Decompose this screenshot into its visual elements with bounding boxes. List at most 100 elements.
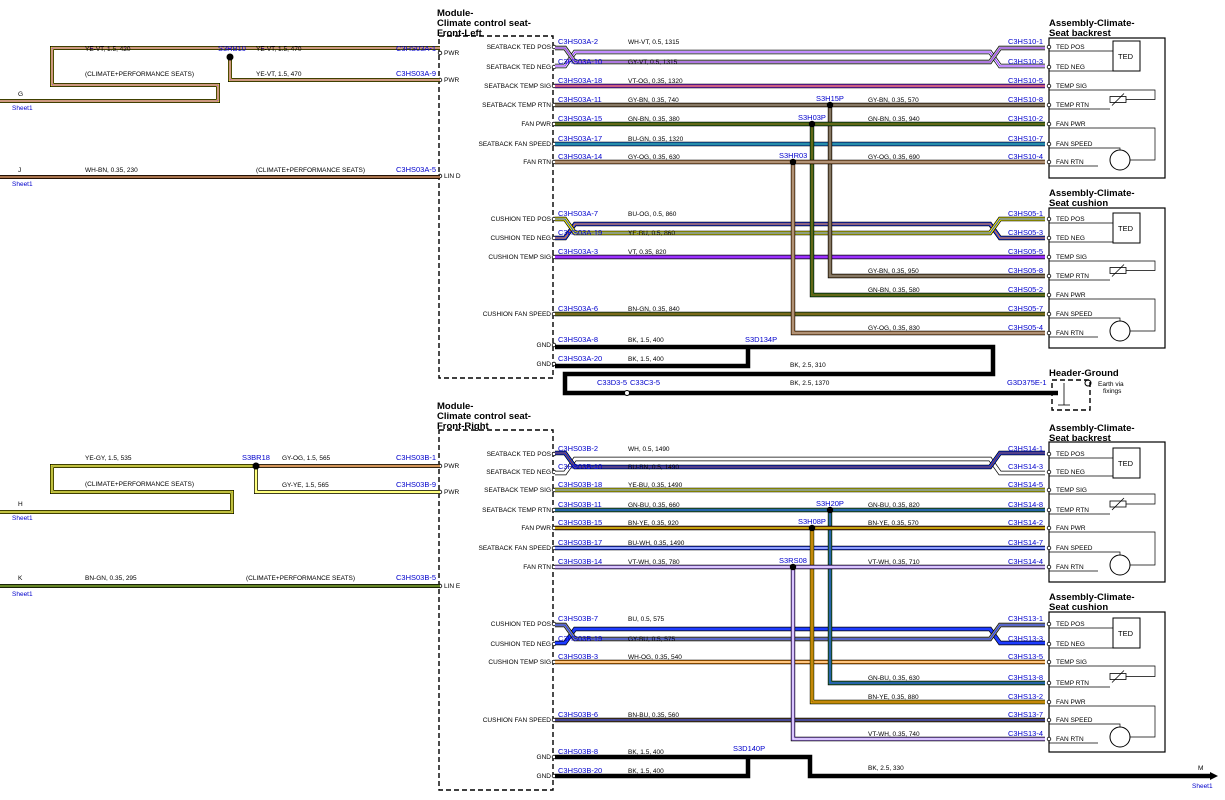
cushion-r-pin-3: TEMP RTN — [1056, 680, 1089, 687]
fr-pwr-conn-1: C3HS03B-1 — [396, 453, 436, 462]
fl-pwr-wire-1: YE-VT, 1.5, 420 — [85, 46, 131, 53]
cushion-l-ted-label: TED — [1118, 224, 1134, 233]
assembly-cushion-r-title-2: Seat cushion — [1049, 602, 1108, 613]
fr-wire-label-6: VT-WH, 0.35, 780 — [628, 559, 680, 566]
fl-module-pin-0: PWR — [444, 50, 459, 57]
fr-pwr-wire-1: YE-GY, 1.5, 535 — [85, 455, 132, 462]
fr-wire-to-13: C3HS13-4 — [1008, 729, 1043, 738]
fr-wire-0 — [555, 456, 1045, 476]
fl-wire-to-5: C3HS10-7 — [1008, 134, 1043, 143]
fl-wire-to-11: C3HS05-2 — [1008, 285, 1043, 294]
fr-pwr-wire-2: GY-OG, 1.5, 565 — [282, 455, 331, 462]
backrest-r-pin-5: FAN SPEED — [1056, 545, 1093, 552]
fr-wire-to-10: C3HS13-8 — [1008, 673, 1043, 682]
fl-wire-label-6: GY-OG, 0.35, 630 — [628, 154, 680, 161]
cushion-l-pin-1: TED NEG — [1056, 235, 1085, 242]
fl-wire-label-1: GY-VT, 0.5, 1315 — [628, 59, 678, 66]
fr-lin-note: (CLIMATE+PERFORMANCE SEATS) — [246, 575, 355, 582]
fr-wire-from-8: C3HS03B-19 — [558, 634, 602, 643]
fl-wire-to-1: C3HS10-3 — [1008, 57, 1043, 66]
earth-label-2: fixings — [1103, 388, 1122, 395]
fr-module-pin-15: GND — [537, 773, 552, 780]
module-fl-title-1: Module- — [437, 8, 473, 19]
fr-splice-dot-0 — [826, 506, 834, 514]
fr-splice-dot-2 — [789, 563, 797, 571]
fl-lin-note: (CLIMATE+PERFORMANCE SEATS) — [256, 167, 365, 174]
fr-module-pin-5: SEATBACK TEMP SIG — [484, 487, 551, 494]
fl-gnd-from-14: C3HS03A-8 — [558, 335, 598, 344]
fr-module-pin-4: SEATBACK TED NEG — [486, 469, 551, 476]
fr-wire-from-5: C3HS03B-17 — [558, 538, 602, 547]
fl-pwr-conn-2: C3HS03A-9 — [396, 69, 436, 78]
fl-module-pin-5: SEATBACK TEMP SIG — [484, 83, 551, 90]
fr-gnd-splice: S3D140P — [733, 744, 765, 753]
backrest-r-pin-6: FAN RTN — [1056, 564, 1084, 571]
fr-offpage-k-sheet: Sheet1 — [12, 591, 33, 598]
fl-wire-from-8: C3HS03A-19 — [558, 228, 602, 237]
fr-wire-label-12: BN-BU, 0.35, 560 — [628, 712, 679, 719]
fl-ground-wires — [555, 344, 1058, 396]
fr-lin-wire-label: BN-GN, 0.35, 295 — [85, 575, 137, 582]
fl-pwr-conn-1: C3HS03A-1 — [396, 44, 436, 53]
backrest-l-pin-1: TED NEG — [1056, 64, 1085, 71]
fl-wire-label-8: YE-BU, 0.5, 860 — [628, 230, 675, 237]
fr-pwr-wire-3: GY-YE, 1.5, 565 — [282, 482, 329, 489]
fl-wire-to-2: C3HS10-5 — [1008, 76, 1043, 85]
fl-wire-label-5: BU-GN, 0.35, 1320 — [628, 136, 684, 143]
backrest-r-pin-2: TEMP SIG — [1056, 487, 1087, 494]
module-fl-title-2: Climate control seat- — [437, 18, 531, 29]
fl-wire-to-6: C3HS10-4 — [1008, 152, 1043, 161]
fr-wire-label2-6: VT-WH, 0.35, 710 — [868, 559, 920, 566]
fl-module-pin-1: PWR — [444, 77, 459, 84]
fl-module-pin-15: GND — [537, 361, 552, 368]
fl-wire-label-7: BU-OG, 0.5, 860 — [628, 211, 677, 218]
fr-wire-from-12: C3HS03B-6 — [558, 710, 598, 719]
fr-wire-to-11: C3HS13-2 — [1008, 692, 1043, 701]
fl-wire-to-7: C3HS05-1 — [1008, 209, 1043, 218]
fr-splice-dot-1 — [808, 524, 816, 532]
fr-module-pin-13: CUSHION FAN SPEED — [483, 717, 552, 724]
fr-wire-label-8: GY-BU, 0.5, 575 — [628, 636, 675, 643]
assembly-backrest-r-title-1: Assembly-Climate- — [1049, 423, 1135, 434]
assembly-cushion-l-title-1: Assembly-Climate- — [1049, 188, 1135, 199]
fr-wire-from-0: C3HS03B-2 — [558, 444, 598, 453]
gnd-conn-1: C33D3-5 — [597, 378, 627, 387]
backrest-r-pin-1: TED NEG — [1056, 469, 1085, 476]
fl-pwr-note: (CLIMATE+PERFORMANCE SEATS) — [85, 71, 194, 78]
fr-wire-to-1: C3HS14-3 — [1008, 462, 1043, 471]
fr-lin-conn: C3HS03B-5 — [396, 573, 436, 582]
fr-splice-2: S3RS08 — [779, 556, 807, 565]
fr-wire-label-11: BN-YE, 0.35, 880 — [868, 694, 919, 701]
cushion-l-pin-6: FAN RTN — [1056, 330, 1084, 337]
fr-wire-11 — [809, 528, 1045, 705]
fr-wire-to-4: C3HS14-2 — [1008, 518, 1043, 527]
gnd-wire-header: BK, 2.5, 1370 — [790, 380, 830, 387]
fl-wire-label-2: VT-OG, 0.35, 1320 — [628, 78, 683, 85]
fl-wire-to-13: C3HS05-4 — [1008, 323, 1043, 332]
fr-module-pin-8: SEATBACK FAN SPEED — [479, 545, 552, 552]
cushion-r-pin-1: TED NEG — [1056, 641, 1085, 648]
fl-module-pin-12: CUSHION TEMP SIG — [488, 254, 551, 261]
fr-offpage-m-sheet: Sheet1 — [1192, 783, 1213, 790]
fl-splice-dot-1 — [808, 120, 816, 128]
assembly-cushion-l-title-2: Seat cushion — [1049, 198, 1108, 209]
cushion-l-pin-5: FAN SPEED — [1056, 311, 1093, 318]
fl-module-pin-11: CUSHION TED NEG — [490, 235, 551, 242]
fl-gnd-from-15: C3HS03A-20 — [558, 354, 602, 363]
fl-module-pin-2: LIN D — [444, 173, 461, 180]
gnd-conn-header: G3D375E-1 — [1007, 378, 1047, 387]
backrest-l-ted-box — [1112, 40, 1141, 72]
earth-icon — [1084, 379, 1092, 387]
fr-wire-label2-4: BN-YE, 0.35, 570 — [868, 520, 919, 527]
earth-label-1: Earth via — [1098, 381, 1124, 388]
fr-wire-from-4: C3HS03B-15 — [558, 518, 602, 527]
backrest-r-ted-box — [1112, 447, 1141, 479]
cushion-l-ted-box — [1112, 212, 1141, 244]
backrest-r-fan-motor-icon — [1109, 554, 1131, 576]
fl-wire-from-9: C3HS03A-3 — [558, 247, 598, 256]
fl-module-pin-9: FAN RTN — [523, 159, 551, 166]
fl-wire-label-3: GY-BN, 0.35, 740 — [628, 97, 679, 104]
fl-splice-label: S3RB10 — [218, 44, 246, 53]
fr-wire-13 — [790, 567, 1045, 742]
fr-module-pin-1: PWR — [444, 489, 459, 496]
